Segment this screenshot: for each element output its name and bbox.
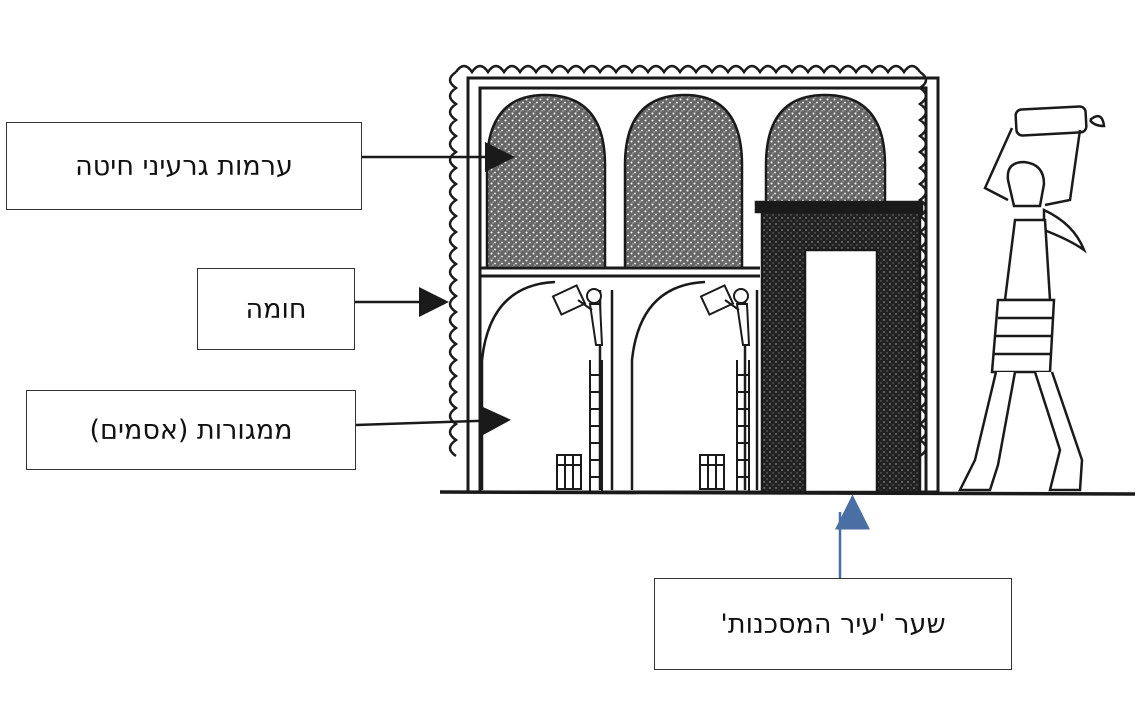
label-storehouses: ממגורות (אסמים) — [26, 390, 356, 470]
label-grain-text: ערמות גרעיני חיטה — [75, 150, 293, 182]
label-wall-text: חומה — [245, 293, 307, 325]
arrow-stores — [355, 405, 511, 436]
grain-heap-1 — [485, 93, 607, 270]
pointer-arrows — [355, 142, 515, 436]
worker-on-ladder-icon — [551, 284, 604, 346]
label-city-gate: שער 'עיר המסכנות' — [654, 578, 1012, 670]
grain-heaps — [485, 93, 887, 270]
label-grain-heaps: ערמות גרעיני חיטה — [6, 122, 362, 210]
ladder-2 — [736, 360, 750, 492]
city-gate — [754, 200, 924, 494]
ground-line — [439, 490, 1136, 496]
basket-icon — [556, 454, 725, 490]
label-gate-text: שער 'עיר המסכנות' — [720, 608, 946, 640]
label-wall: חומה — [197, 268, 355, 350]
porter-figure-icon — [957, 105, 1106, 492]
worker-on-ladder-icon-2 — [699, 284, 751, 346]
grain-heap-2 — [623, 93, 744, 270]
grain-heap-3 — [764, 93, 887, 207]
storage-vaults — [480, 280, 759, 490]
label-stores-text: ממגורות (אסמים) — [89, 414, 293, 446]
ladder-1 — [589, 360, 603, 492]
